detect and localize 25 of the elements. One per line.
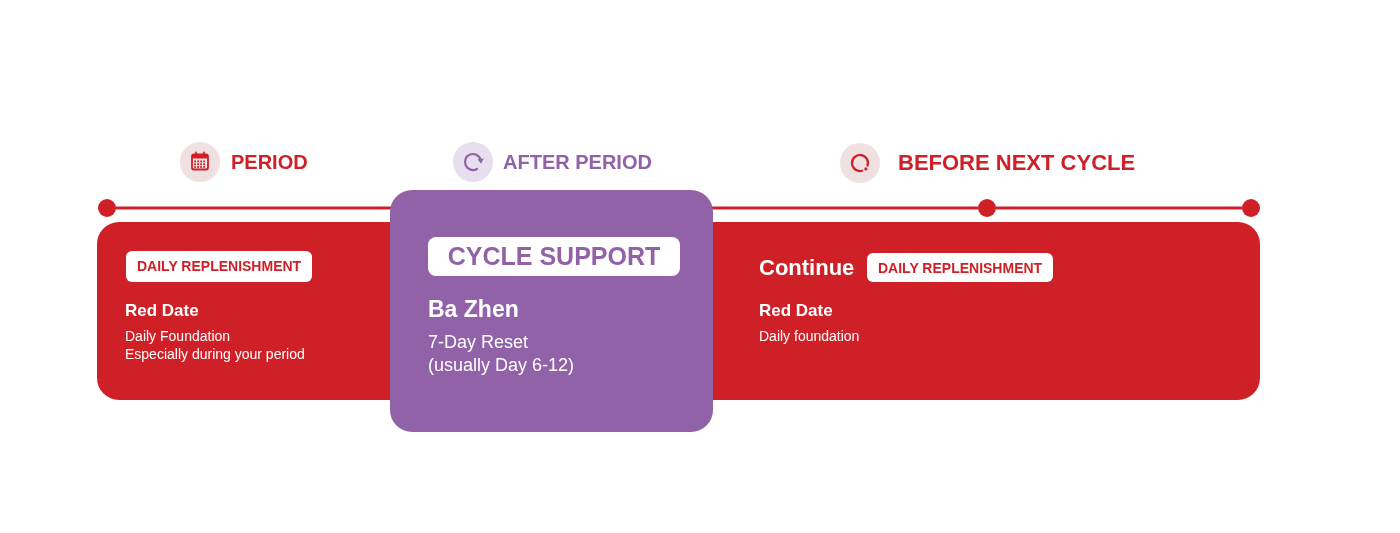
phase-heading: AFTER PERIOD	[503, 150, 652, 175]
timeline-dot	[978, 199, 996, 217]
product-name: Red Date	[125, 301, 199, 321]
description: Especially during your period	[125, 345, 305, 363]
description: Daily Foundation	[125, 327, 231, 345]
tag-text: DAILY REPLENISHMENT	[877, 259, 1044, 278]
tag-pill	[126, 251, 313, 282]
tag-text: DAILY REPLENISHMENT	[136, 257, 303, 276]
tag-pill	[867, 253, 1054, 282]
product-name: Ba Zhen	[428, 295, 519, 323]
description: Daily foundation	[759, 327, 860, 345]
product-name: Red Date	[759, 301, 833, 321]
phase-panel	[97, 222, 390, 400]
lead-text: Continue	[759, 254, 855, 282]
description: (usually Day 6-12)	[428, 354, 575, 377]
timeline-dot	[1242, 199, 1260, 217]
phase-heading: PERIOD	[231, 150, 308, 175]
tag-text: CYCLE SUPPORT	[446, 241, 662, 272]
highlight-card	[390, 190, 713, 432]
phase-panel	[713, 222, 1260, 400]
description: 7-Day Reset	[428, 331, 529, 354]
timeline-dot	[98, 199, 116, 217]
phase-heading: BEFORE NEXT CYCLE	[898, 149, 1136, 177]
timeline-line	[996, 206, 1242, 210]
tag-pill	[428, 237, 680, 276]
